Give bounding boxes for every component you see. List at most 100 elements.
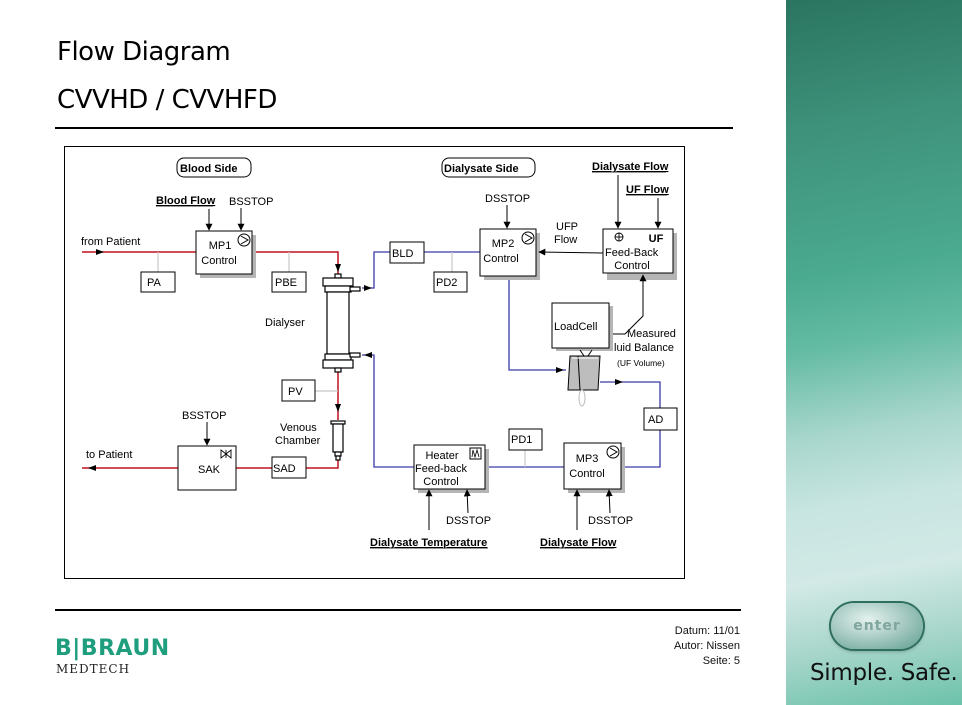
loadcell-box: LoadCell: [551, 302, 613, 351]
arrow-from-patient: [96, 249, 104, 255]
dialysate-side-section: Dialysate Side: [441, 157, 536, 178]
mp1-control-box: MP1 Control: [195, 230, 256, 278]
arrow-dsstop-heater: [463, 489, 471, 514]
sensor-taps: [157, 252, 526, 467]
bbraun-logo: B|BRAUN: [55, 636, 170, 661]
page-title: Flow Diagram: [57, 37, 231, 67]
sensor-bld-label: BLD: [392, 248, 413, 260]
measured-balance-label-2: luid Balance: [614, 342, 674, 354]
sensor-sad-label: SAD: [273, 463, 296, 475]
dialysate-line-mp2-to-bag: [508, 277, 566, 371]
page-subtitle: CVVHD / CVVHFD: [57, 85, 277, 115]
sensor-pa-label: PA: [147, 277, 162, 289]
pump-icon: [521, 231, 535, 245]
dialysate-line-heater-to-dialyser: [362, 354, 414, 468]
mp2-sublabel: Control: [483, 253, 518, 265]
enter-key-graphic: enter: [831, 603, 923, 649]
mp2-control-box: MP2 Control: [479, 228, 540, 280]
blood-line-chamber-out: [306, 460, 339, 469]
uf-feedback-control-box: UF Feed-Back Control: [602, 228, 677, 280]
heater-icon: [469, 447, 482, 460]
dialysate-flow-input-bottom: Dialysate Flow: [540, 537, 617, 549]
dialysate-temperature-input: Dialysate Temperature: [370, 537, 487, 549]
slide-meta: Datum: 11/01 Autor: Nissen Seite: 5: [674, 624, 740, 669]
arrow-to-patient: [88, 465, 96, 471]
from-patient-label: from Patient: [81, 236, 140, 248]
mp1-label: MP1: [209, 240, 232, 252]
mp2-label: MP2: [492, 238, 515, 250]
mp3-label: MP3: [576, 453, 599, 465]
sensor-pv-label: PV: [288, 386, 303, 398]
sensor-boxes: [140, 241, 678, 479]
dialyser-label: Dialyser: [265, 317, 305, 329]
diagram-labels: from Patient to Patient Dialyser Venous …: [81, 236, 676, 461]
to-patient-label: to Patient: [86, 449, 132, 461]
meta-datum: Datum: 11/01: [674, 625, 740, 637]
heater-label: Heater: [425, 450, 458, 462]
uf-volume-label: (UF Volume): [617, 358, 665, 368]
sensor-ad-label: AD: [648, 414, 663, 426]
arrow-dsstop-mp3: [605, 489, 613, 514]
sak-box: SAK: [177, 445, 237, 491]
heater-feedback-control-box: Heater Feed-back Control: [413, 444, 489, 493]
arrow-out-of-bag: [615, 379, 623, 385]
flow-diagram-frame: [64, 146, 685, 579]
sensor-pd2: [433, 271, 468, 293]
signal-arrows: [203, 175, 662, 530]
venous-chamber-label: Venous: [280, 422, 317, 434]
dialyser: [322, 273, 361, 373]
mp1-sublabel: Control: [201, 255, 236, 267]
arrow-dialysate-out: [364, 285, 372, 291]
bsstop-sak-label: BSSTOP: [182, 410, 226, 422]
sensor-sad: [271, 456, 307, 479]
heater-sublabel: Feed-back: [415, 463, 467, 475]
dialysate-flow-input-top: Dialysate Flow: [592, 161, 669, 173]
measured-balance-label: Measured: [627, 328, 676, 340]
meta-autor: Autor: Nissen: [673, 640, 740, 652]
bbraun-division: MEDTECH: [56, 662, 131, 676]
loadcell-label: LoadCell: [554, 321, 597, 333]
uf-sublabel: Control: [614, 260, 649, 272]
pump-icon: [606, 445, 620, 459]
dialysate-line-ad-to-mp3: [621, 430, 661, 468]
sensor-pd2-label: PD2: [436, 277, 457, 289]
dsstop-mp3-label: DSSTOP: [588, 515, 633, 527]
meta-seite: Seite: 5: [702, 655, 740, 667]
ufp-flow-label: UFP: [556, 221, 578, 233]
blood-circuit: [82, 251, 339, 469]
dialysate-line-bag-to-ad: [600, 381, 661, 408]
arrow-dialysate-in: [364, 352, 372, 358]
pump-icon: [237, 233, 251, 247]
sensor-pbe: [271, 271, 307, 293]
sensor-bld: [389, 241, 425, 264]
sensor-pd1: [508, 428, 543, 451]
uf-flow-input: UF Flow: [626, 184, 669, 196]
dsstop-mp2-label: DSSTOP: [485, 193, 530, 205]
slogan: Simple. Safe.: [810, 660, 958, 686]
arrow-into-dialyser: [335, 264, 341, 272]
blood-flow-input: Blood Flow: [156, 195, 216, 207]
bsstop-mp1-label: BSSTOP: [229, 196, 273, 208]
sensor-pa: [140, 271, 176, 293]
mp3-sublabel: Control: [569, 468, 604, 480]
signal-labels: BSSTOP BSSTOP DSSTOP DSSTOP DSSTOP UFP F…: [182, 193, 633, 527]
blood-side-section: Blood Side: [176, 157, 252, 178]
dsstop-heater-label: DSSTOP: [446, 515, 491, 527]
collection-bags: [567, 349, 601, 407]
sensor-pd1-label: PD1: [511, 434, 532, 446]
venous-chamber: [330, 420, 346, 461]
decorative-side-panel: [786, 0, 962, 705]
arrow-into-chamber: [335, 404, 341, 412]
dialysate-side-label: Dialysate Side: [444, 163, 519, 175]
sensor-labels: PA PBE PV SAD BLD PD2 PD1 AD: [147, 248, 663, 475]
footer-divider: [55, 609, 741, 611]
mp3-control-box: MP3 Control: [563, 442, 625, 493]
heater-sublabel-2: Control: [423, 476, 458, 488]
control-inputs: Blood Flow Dialysate Flow UF Flow Dialys…: [156, 161, 669, 549]
uf-tag: UF: [649, 233, 664, 245]
ufp-flow-arrow: [538, 248, 604, 256]
enter-key-label: enter: [853, 618, 901, 634]
sensor-pv: [281, 379, 316, 402]
uf-label: Feed-Back: [605, 247, 659, 259]
